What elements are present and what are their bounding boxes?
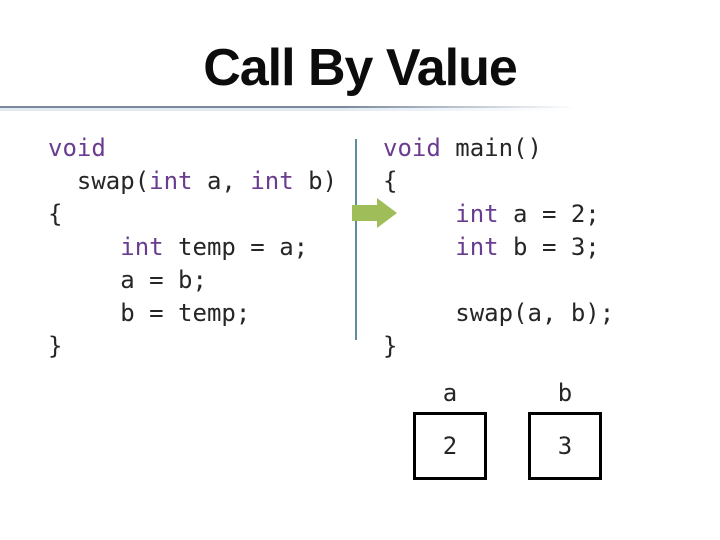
code-keyword: void [48, 134, 106, 162]
code-text: main() [440, 134, 542, 162]
code-text: swap( [48, 167, 150, 195]
code-line: swap(a, b); [383, 297, 614, 330]
code-text [383, 200, 455, 228]
code-keyword: int [149, 167, 193, 195]
title-underline [0, 106, 575, 108]
code-text: } [48, 332, 63, 360]
code-line [383, 264, 614, 297]
code-line: } [383, 330, 614, 363]
vertical-divider [355, 139, 357, 340]
code-block-main-function: void main(){ int a = 2; int b = 3; swap(… [383, 132, 614, 363]
code-text: temp = a; [163, 233, 309, 261]
code-line: } [48, 330, 337, 363]
code-line: int b = 3; [383, 231, 614, 264]
code-line: { [48, 198, 337, 231]
code-line: swap(int a, int b) [48, 165, 337, 198]
code-keyword: int [455, 200, 499, 228]
execution-arrow-icon [352, 198, 397, 228]
code-line: void [48, 132, 337, 165]
code-text: { [383, 167, 398, 195]
variable-a-label: a [442, 379, 458, 407]
code-text: a = 2; [498, 200, 600, 228]
variable-b-label: b [557, 379, 573, 407]
variable-b-box: 3 [528, 412, 602, 480]
variable-b-value: 3 [557, 432, 573, 460]
code-block-swap-function: void swap(int a, int b){ int temp = a; a… [48, 132, 337, 363]
code-line: b = temp; [48, 297, 337, 330]
code-text: { [48, 200, 63, 228]
code-text: swap(a, b); [383, 299, 615, 327]
variable-a-box: 2 [413, 412, 487, 480]
code-line: { [383, 165, 614, 198]
code-text: a, [192, 167, 251, 195]
code-text: b = temp; [48, 299, 251, 327]
code-line: int a = 2; [383, 198, 614, 231]
code-text [48, 233, 120, 261]
code-keyword: int [455, 233, 499, 261]
code-keyword: void [383, 134, 441, 162]
code-text: b) [293, 167, 338, 195]
variable-a-value: 2 [442, 432, 458, 460]
slide-title: Call By Value [203, 39, 518, 97]
code-line: a = b; [48, 264, 337, 297]
code-text [383, 233, 455, 261]
title-underline-glow [0, 108, 575, 111]
code-keyword: int [120, 233, 164, 261]
code-line: void main() [383, 132, 614, 165]
code-text: a = b; [48, 266, 207, 294]
code-text: } [383, 332, 398, 360]
code-text: b = 3; [498, 233, 600, 261]
code-keyword: int [250, 167, 294, 195]
code-line: int temp = a; [48, 231, 337, 264]
